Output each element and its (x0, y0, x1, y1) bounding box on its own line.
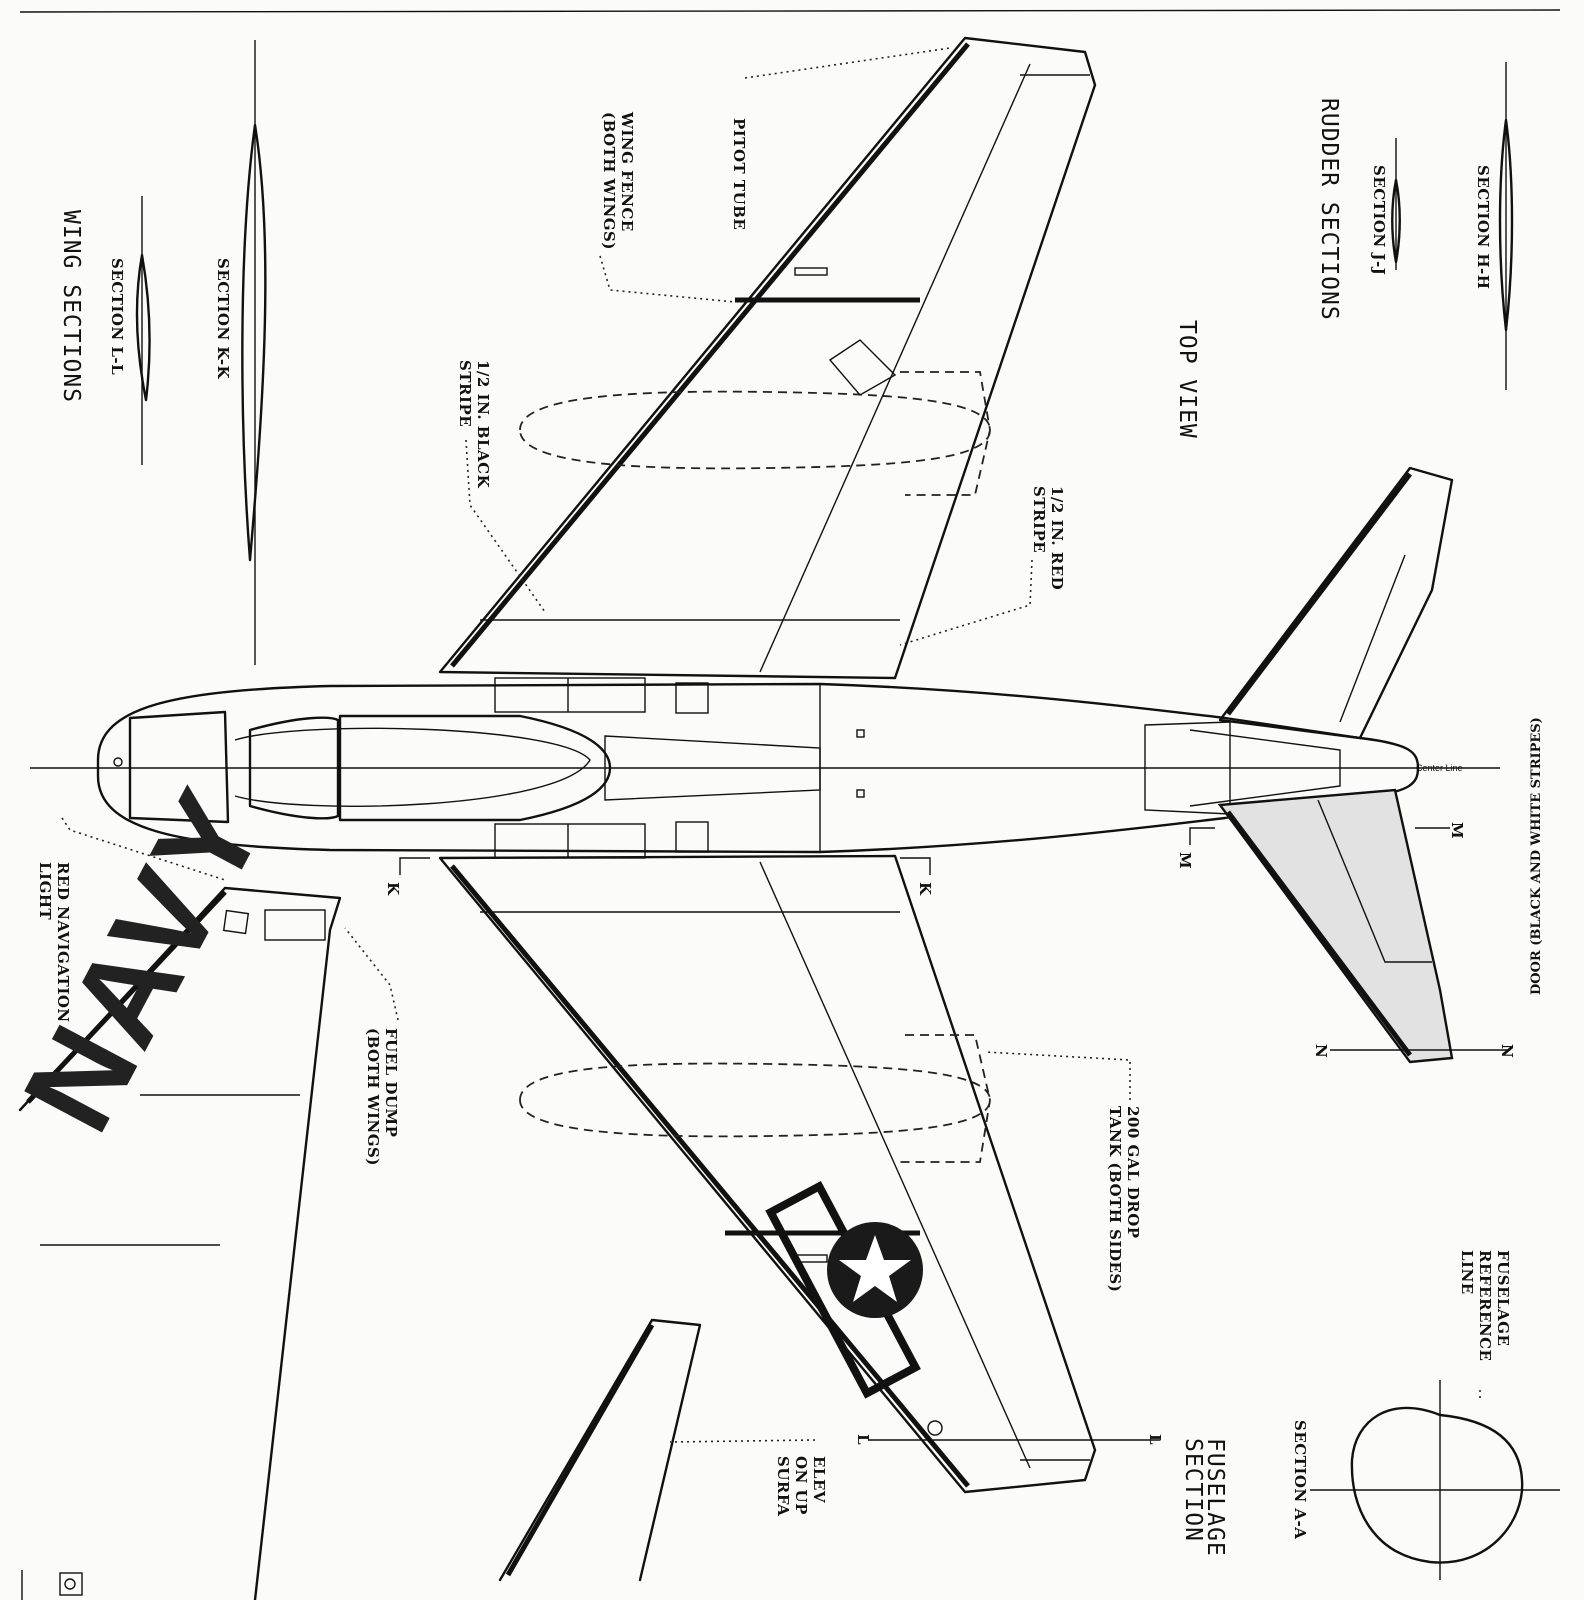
wing-fence-callout: WING FENCE (BOTH WINGS) (599, 111, 736, 303)
center-line-label: Center Line (1416, 763, 1463, 773)
section-jj-profile (1391, 178, 1401, 264)
fuselage (30, 677, 1500, 859)
section-hh-profile (1498, 118, 1514, 332)
fuselage-section-title-2: SECTION (1180, 1438, 1206, 1542)
svg-text:WING FENCE: WING FENCE (618, 111, 636, 232)
canopy-sliding (338, 714, 612, 822)
black-stripe-callout: 1/2 IN. BLACK STRIPE (456, 360, 546, 613)
fuselage-section: SECTION A-A FUSELAGE SECTION FUSELAGE RE… (1180, 1250, 1560, 1580)
cutting-plane-n: N N (1312, 1044, 1516, 1058)
rudder-sections: SECTION H-H SECTION J-J RUDDER SECTIONS (1316, 62, 1514, 390)
section-kk-profile (241, 123, 267, 562)
svg-text:STRIPE: STRIPE (1030, 486, 1048, 553)
red-stripe-callout: 1/2 IN. RED STRIPE (899, 486, 1066, 646)
svg-text:PITOT TUBE: PITOT TUBE (730, 118, 748, 230)
svg-text:M: M (1176, 852, 1194, 869)
fuel-dump-callout: FUEL DUMP (BOTH WINGS) (344, 927, 400, 1166)
stripes-note-inverted: DOOR (BLACK AND WHITE STRIPES) (1529, 717, 1544, 995)
svg-text:L: L (854, 1434, 872, 1445)
fuselage-ref-line-2: REFERENCE (1476, 1250, 1494, 1361)
lower-wing (438, 854, 1097, 1494)
horizontal-tail-lower (1217, 788, 1454, 1064)
svg-text:1/2 IN. RED: 1/2 IN. RED (1048, 486, 1066, 590)
elevator-note-callout: ELEV ON UP SURFA (669, 1439, 828, 1516)
section-ll-profile (135, 253, 151, 402)
rudder-sections-title: RUDDER SECTIONS (1316, 98, 1342, 321)
svg-text:N: N (1498, 1044, 1516, 1058)
section-jj-label: SECTION J-J (1370, 165, 1388, 275)
cutting-plane-k: K K (384, 857, 934, 896)
svg-text:LIGHT: LIGHT (36, 862, 54, 921)
svg-text:1/2 IN. BLACK: 1/2 IN. BLACK (474, 360, 492, 489)
fuselage-ref-line-1: FUSELAGE (1494, 1250, 1512, 1346)
cutting-plane-m: M M (1176, 822, 1466, 869)
svg-text:SURFA: SURFA (774, 1456, 792, 1516)
red-navigation-light-callout: RED NAVIGATION LIGHT (36, 817, 226, 1023)
national-insignia (765, 1180, 923, 1399)
svg-text:ON UP: ON UP (792, 1456, 810, 1515)
navy-wing-detail: NAVY (0, 766, 702, 1600)
svg-text:200 GAL DROP: 200 GAL DROP (1124, 1106, 1142, 1239)
upper-wing (438, 36, 1097, 680)
svg-text:TANK (BOTH SIDES): TANK (BOTH SIDES) (1106, 1106, 1124, 1292)
sheet-top-border (19, 9, 1561, 13)
lower-wing-leading-edge-stripe (450, 864, 970, 1488)
fuselage-ref-line-3: LINE (1458, 1250, 1476, 1295)
section-kk-label: SECTION K-K (214, 258, 232, 380)
upper-drop-tank-outline (519, 390, 991, 470)
svg-text:RED NAVIGATION: RED NAVIGATION (54, 862, 72, 1023)
horizontal-tail-upper (1218, 466, 1454, 740)
upper-wing-leading-edge-stripe (450, 42, 970, 668)
lower-drop-tank-outline (519, 1062, 991, 1138)
wing-sections: SECTION K-K SECTION L-L WING SECTIONS (58, 40, 267, 665)
svg-text:N: N (1312, 1044, 1330, 1058)
fuselage-panel-lower (494, 823, 646, 859)
svg-text:(BOTH WINGS): (BOTH WINGS) (364, 1028, 382, 1166)
windscreen-frame (128, 710, 230, 824)
svg-text:STRIPE: STRIPE (456, 360, 474, 427)
cutting-plane-l: L L (854, 1434, 1164, 1445)
pitot-tube-callout: PITOT TUBE (730, 47, 951, 230)
section-hh-label: SECTION H-H (1474, 165, 1492, 289)
fuselage-section-title-1: FUSELAGE (1202, 1438, 1228, 1557)
top-view-title: TOP VIEW (1174, 320, 1200, 439)
section-ll-label: SECTION L-L (108, 258, 126, 375)
svg-text:M: M (1448, 822, 1466, 839)
svg-text:K: K (384, 882, 402, 896)
wing-sections-title: WING SECTIONS (58, 210, 84, 403)
section-aa-label: SECTION A-A (1291, 1420, 1309, 1539)
fuselage-panel-upper (494, 677, 646, 713)
canopy-front (248, 716, 340, 820)
svg-text:(BOTH WINGS): (BOTH WINGS) (600, 112, 618, 250)
svg-text:ELEV: ELEV (810, 1456, 828, 1503)
svg-text:FUEL DUMP: FUEL DUMP (382, 1028, 400, 1137)
svg-text:K: K (916, 882, 934, 896)
drop-tank-callout: 200 GAL DROP TANK (BOTH SIDES) (984, 1051, 1142, 1292)
svg-text:L: L (1146, 1434, 1164, 1445)
